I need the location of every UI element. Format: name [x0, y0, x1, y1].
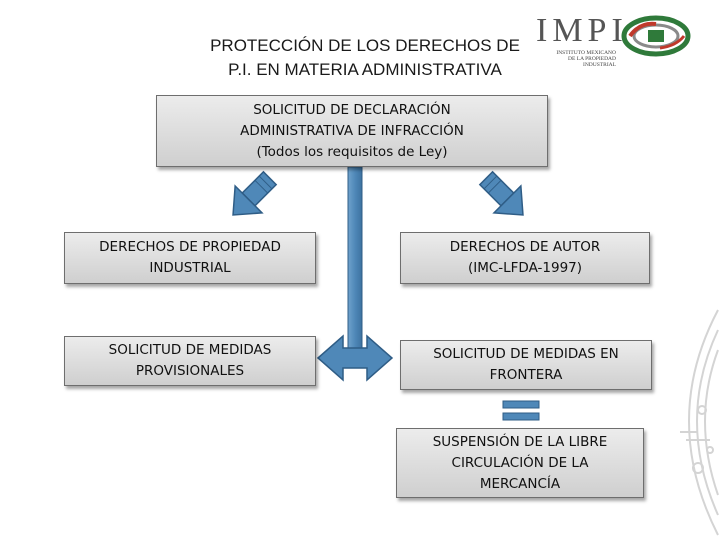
solicitud-line-2: ADMINISTRATIVA DE INFRACCIÓN: [240, 122, 464, 139]
page-title-line-2: P.I. EN MATERIA ADMINISTRATIVA: [228, 60, 502, 79]
equals-icon: [502, 400, 540, 421]
logo-emblem-icon: [621, 15, 691, 57]
suspension-line-2: CIRCULACIÓN DE LA: [451, 454, 589, 471]
logo-subtitle-line-3: INDUSTRIAL: [583, 62, 616, 68]
vertical-connector: [347, 166, 363, 358]
suspension-circulacion-box: SUSPENSIÓN DE LA LIBRE CIRCULACIÓN DE LA…: [396, 428, 644, 498]
logo-subtitle-line-1: INSTITUTO MEXICANO: [556, 50, 616, 56]
medidas-frontera-line-1: SOLICITUD DE MEDIDAS EN: [433, 346, 619, 362]
medidas-provisionales-line-1: SOLICITUD DE MEDIDAS: [108, 342, 272, 358]
suspension-line-3: MERCANCÍA: [479, 475, 561, 492]
derechos-autor-box: DERECHOS DE AUTOR (IMC-LFDA-1997): [400, 232, 650, 284]
logo-wordmark: IMPI: [536, 12, 628, 49]
impi-logo: IMPI INSTITUTO MEXICANO DE LA PROPIEDAD …: [532, 10, 702, 68]
decorative-circuit-pattern: [680, 309, 719, 536]
solicitud-line-1: SOLICITUD DE DECLARACIÓN: [253, 101, 451, 118]
propiedad-industrial-line-2: INDUSTRIAL: [149, 260, 231, 276]
page-title: PROTECCIÓN DE LOS DERECHOS DE P.I. EN MA…: [150, 34, 580, 82]
medidas-provisionales-line-2: PROVISIONALES: [135, 363, 245, 379]
logo-subtitle: INSTITUTO MEXICANO DE LA PROPIEDAD INDUS…: [538, 50, 616, 68]
left-right-arrow-icon: [316, 334, 394, 382]
propiedad-industrial-box: DERECHOS DE PROPIEDAD INDUSTRIAL: [64, 232, 316, 284]
page-title-line-1: PROTECCIÓN DE LOS DERECHOS DE: [210, 36, 520, 55]
down-left-arrow-icon: [232, 170, 278, 216]
derechos-autor-line-2: (IMC-LFDA-1997): [467, 260, 583, 276]
suspension-line-1: SUSPENSIÓN DE LA LIBRE: [432, 433, 608, 450]
medidas-provisionales-box: SOLICITUD DE MEDIDAS PROVISIONALES: [64, 336, 316, 386]
solicitud-declaracion-box: SOLICITUD DE DECLARACIÓN ADMINISTRATIVA …: [156, 95, 548, 167]
propiedad-industrial-line-1: DERECHOS DE PROPIEDAD: [99, 239, 281, 255]
logo-subtitle-line-2: DE LA PROPIEDAD: [568, 56, 616, 62]
solicitud-line-3: (Todos los requisitos de Ley): [256, 143, 448, 160]
derechos-autor-line-1: DERECHOS DE AUTOR: [449, 239, 601, 255]
down-right-arrow-icon: [478, 170, 524, 216]
medidas-frontera-box: SOLICITUD DE MEDIDAS EN FRONTERA: [400, 340, 652, 390]
medidas-frontera-line-2: FRONTERA: [489, 367, 563, 383]
